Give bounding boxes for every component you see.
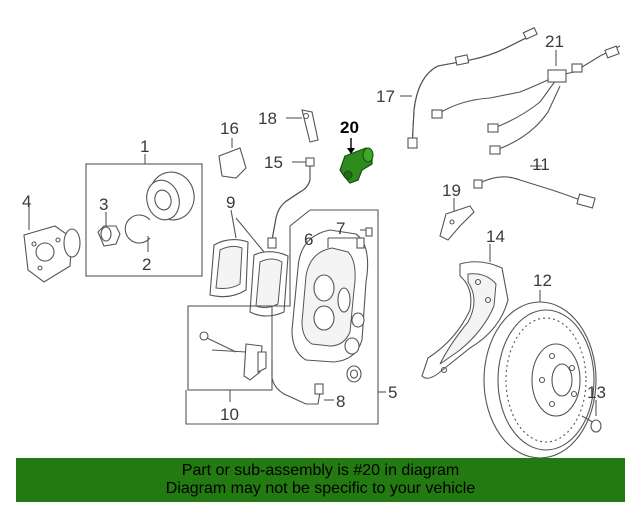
part-4-hub [23, 205, 81, 283]
part-15-brake-line [267, 157, 315, 249]
part-14-dust-shield [421, 244, 509, 379]
bearing-kit-box [85, 154, 203, 277]
part-21-sensor-harness [431, 45, 621, 155]
callout-13: 13 [587, 383, 606, 402]
callout-7: 7 [336, 219, 345, 238]
info-banner: Part or sub-assembly is #20 in diagram D… [16, 458, 625, 502]
part-19-bracket [439, 198, 475, 241]
callout-18: 18 [258, 109, 277, 128]
callout-20: 20 [340, 118, 359, 137]
part-20-wear-sensor-highlighted [339, 138, 374, 184]
callout-6: 6 [304, 230, 313, 249]
callout-15: 15 [264, 153, 283, 172]
callout-14: 14 [486, 227, 505, 246]
part-12-brake-rotor [483, 290, 597, 459]
hardware-kit-box [187, 305, 273, 402]
callout-3: 3 [99, 195, 108, 214]
callout-10: 10 [220, 405, 239, 424]
banner-line-1: Part or sub-assembly is #20 in diagram [181, 462, 460, 479]
callout-4: 4 [22, 192, 31, 211]
part-9-brake-pads [209, 209, 289, 317]
caliper-kit-box [185, 209, 386, 425]
callout-8: 8 [336, 392, 345, 411]
callout-17: 17 [376, 87, 395, 106]
callout-5: 5 [388, 383, 397, 402]
callout-16: 16 [220, 119, 239, 138]
callout-19: 19 [442, 181, 461, 200]
callout-11: 11 [532, 155, 550, 174]
banner-line-2: Diagram may not be specific to your vehi… [165, 480, 476, 497]
callout-1: 1 [140, 137, 149, 156]
part-13-bolt [581, 400, 602, 433]
part-18-bracket [286, 109, 319, 143]
part-17-brake-hose [400, 27, 538, 149]
callout-9: 9 [226, 193, 235, 212]
callout-12: 12 [533, 271, 552, 290]
part-16-clip [218, 138, 247, 179]
callout-2: 2 [142, 255, 151, 274]
part-11-sensor-wire [473, 165, 596, 209]
exploded-brake-diagram: 4 1 3 2 16 18 15 [22, 27, 621, 459]
callout-21: 21 [545, 32, 564, 51]
